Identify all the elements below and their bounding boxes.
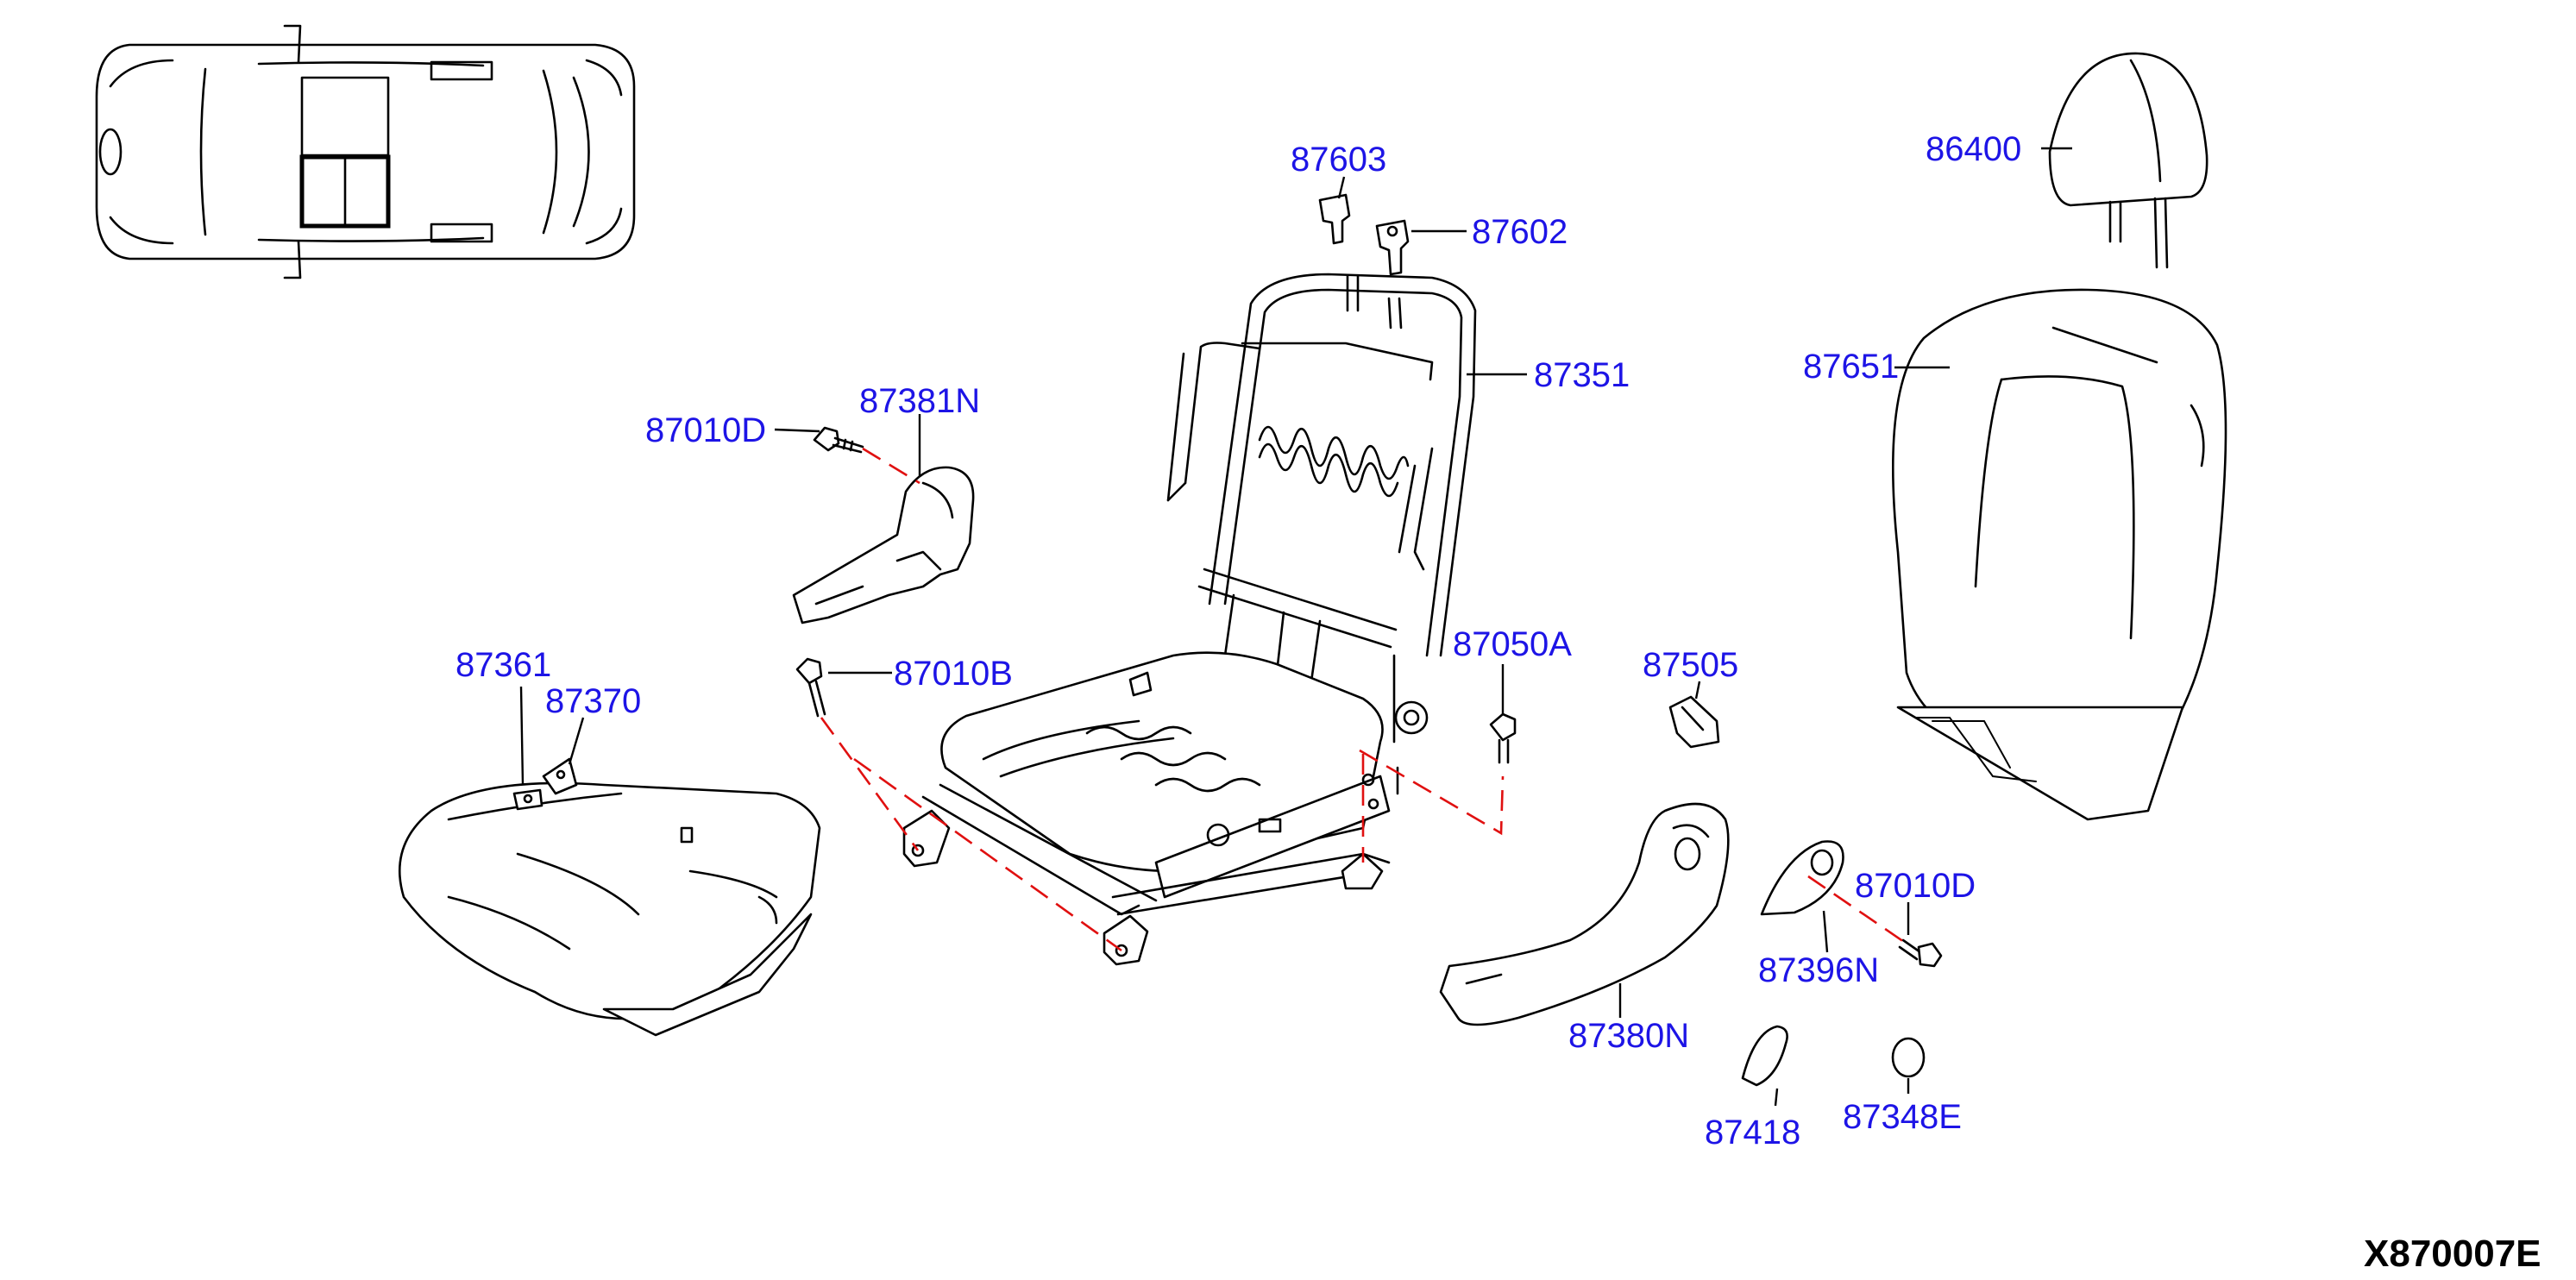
label-87348E: 87348E (1843, 1098, 1962, 1136)
label-87602: 87602 (1472, 213, 1568, 251)
label-87370: 87370 (545, 682, 641, 720)
cap-87348E-part (1891, 1037, 1926, 1078)
assembly-guide-lines (820, 447, 1907, 952)
clip-87603-part (1318, 193, 1351, 245)
seat-back-pad-part (1891, 288, 2227, 821)
label-87361: 87361 (456, 646, 551, 684)
label-86400: 86400 (1926, 130, 2021, 168)
tag-87370-part (542, 757, 578, 795)
label-87010D-top: 87010D (645, 411, 766, 449)
inner-trim-87381N-part (792, 466, 975, 624)
bolt-87050A-part (1489, 712, 1517, 764)
bolt-87010D-right-part (1898, 938, 1943, 968)
tag-87361-part (512, 788, 543, 811)
label-87010B: 87010B (894, 655, 1013, 693)
diagram-reference-code: X870007E (2364, 1233, 2541, 1275)
label-87381N: 87381N (859, 382, 980, 420)
label-87380N: 87380N (1568, 1017, 1689, 1055)
label-87505: 87505 (1643, 646, 1738, 684)
clip-87505-part (1668, 695, 1720, 749)
knob-87396N-part (1760, 840, 1844, 916)
outer-trim-87380N-part (1439, 802, 1730, 1026)
car-locator-icon (95, 24, 636, 279)
part-number-labels: 87603 87602 86400 87351 87651 87381N 870… (456, 130, 2021, 1151)
label-87603: 87603 (1291, 141, 1386, 179)
bolt-87010D-top-part (813, 426, 864, 454)
leader-lines (519, 147, 2072, 1107)
label-87351: 87351 (1534, 356, 1630, 394)
seat-cushion-pad-part (398, 781, 821, 1037)
seat-frame-part (902, 273, 1477, 966)
lever-87418-part (1741, 1025, 1788, 1087)
bolt-87010B-part (795, 657, 826, 718)
label-87418: 87418 (1705, 1114, 1800, 1151)
label-87396N: 87396N (1758, 951, 1879, 989)
headrest-part (2048, 52, 2208, 269)
clip-87602-part (1375, 219, 1410, 276)
label-87010D-right: 87010D (1855, 867, 1976, 905)
label-87050A: 87050A (1453, 625, 1572, 663)
label-87651: 87651 (1803, 348, 1899, 386)
